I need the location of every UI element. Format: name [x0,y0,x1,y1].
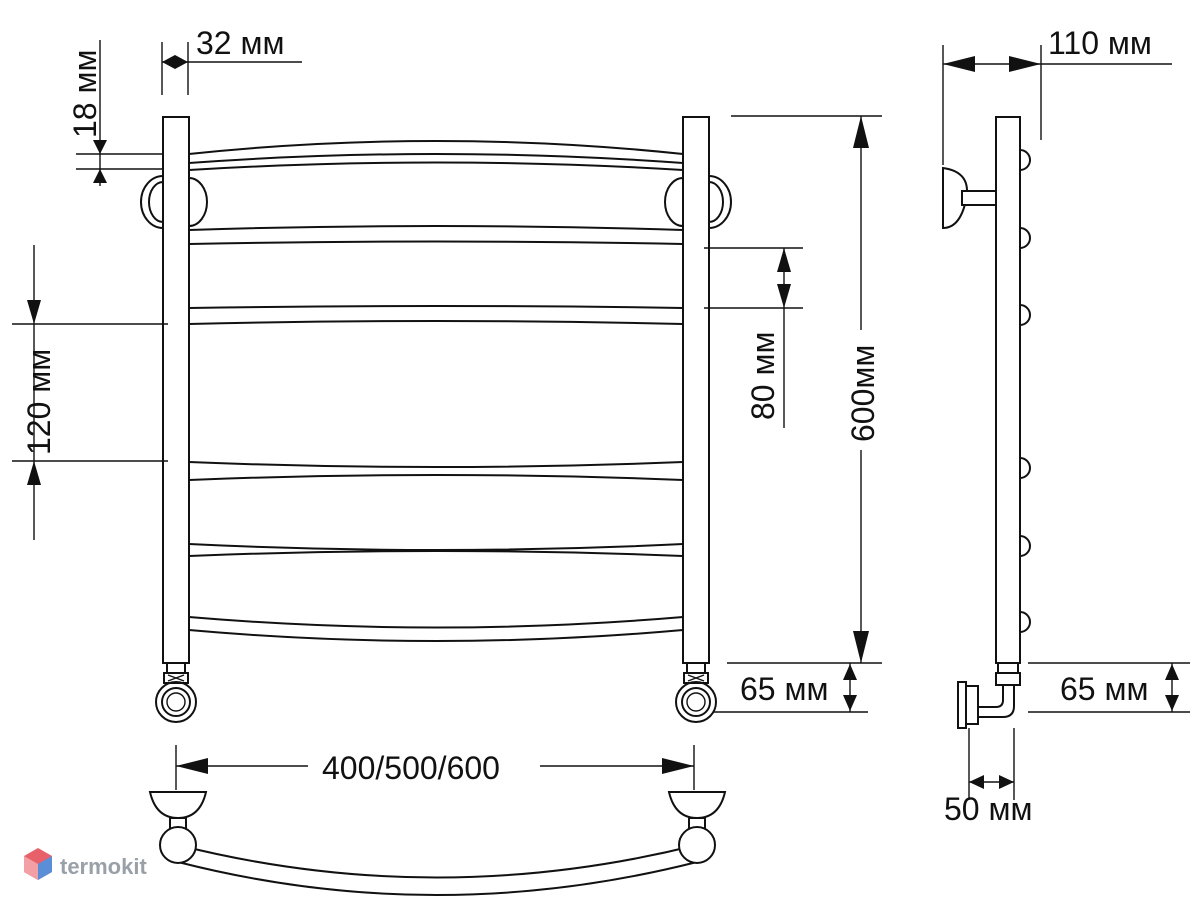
rung-stub [1019,149,1031,171]
side-connector [957,662,1021,729]
left-cup [148,791,208,820]
label-width-options: 400/500/600 [322,750,500,786]
cube-logo-icon [24,848,52,880]
right-cup [667,791,727,820]
rung-stub [1019,457,1031,479]
bottom-arc [188,629,684,642]
right-valve [675,662,717,723]
logo-text: termokit [60,854,147,879]
left-post-top [159,826,197,864]
rung [188,550,684,629]
rung-stub [1019,535,1031,557]
rung [188,474,684,551]
top-view [148,791,727,896]
right-post-top [678,826,716,864]
left-post [162,116,190,664]
front-view [140,116,732,723]
label-bottom-front: 65 мм [740,671,828,707]
label-rung-gap: 80 мм [745,332,781,420]
label-center-spacing: 120 мм [21,349,57,455]
left-bracket [140,175,164,229]
label-pipe-width: 32 мм [196,25,284,61]
label-bottom-side: 65 мм [1060,671,1148,707]
rung-stub [1019,304,1031,326]
termokit-logo: termokit [24,848,147,880]
rung-stub [1019,611,1031,633]
left-valve [155,662,197,723]
label-height: 600мм [845,345,881,442]
rung [188,161,684,231]
side-view [942,116,1031,729]
top-view-arc [177,844,698,879]
label-connector: 50 мм [944,791,1032,827]
right-post [682,116,710,664]
side-bracket [942,166,997,230]
side-post [995,116,1021,664]
label-depth: 110 мм [1048,25,1152,61]
label-top-offset: 18 мм [67,50,103,138]
right-bracket [708,175,732,229]
dimension-lines [12,40,1190,800]
rung-stub [1019,227,1031,249]
rung [188,320,684,468]
top-arc [188,140,684,155]
rung [188,240,684,309]
